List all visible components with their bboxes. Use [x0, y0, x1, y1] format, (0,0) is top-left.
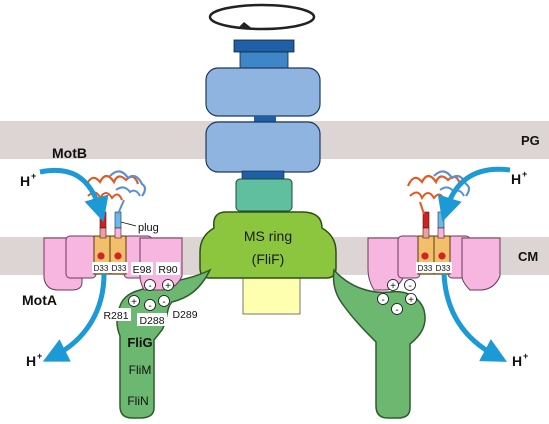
svg-text:-: - — [148, 301, 151, 312]
svg-text:+: + — [31, 171, 36, 181]
r281-label: R281 — [103, 310, 128, 322]
h-plus-left-in: H + — [20, 171, 36, 189]
export-apparatus — [242, 275, 301, 315]
d289-label: D289 — [172, 309, 197, 321]
d33-label-right-b: D33 — [436, 264, 451, 273]
svg-text:-: - — [162, 297, 165, 308]
d33-label-right-a: D33 — [418, 264, 433, 273]
charge-markers-right: + - - + - — [377, 279, 417, 316]
svg-text:+: + — [523, 351, 528, 361]
flim-label: FliM — [129, 363, 152, 377]
d288-label: D288 — [139, 315, 164, 327]
svg-text:+: + — [522, 169, 527, 179]
svg-text:-: - — [381, 295, 384, 306]
proton-arrow-right-out — [441, 273, 508, 362]
svg-text:-: - — [408, 281, 411, 292]
p-ring — [205, 121, 321, 173]
proton-arrow-right-in — [437, 166, 511, 222]
svg-text:+: + — [131, 297, 137, 308]
svg-text:H: H — [26, 353, 36, 369]
plug-label: plug — [138, 222, 159, 234]
ms-ring — [199, 211, 337, 279]
motb-right-pg-domain — [406, 170, 471, 215]
motb-label: MotB — [52, 145, 87, 161]
svg-text:+: + — [165, 281, 171, 292]
flin-label: FliN — [127, 394, 148, 408]
svg-text:+: + — [408, 295, 414, 306]
d33-site-icon — [97, 252, 105, 260]
svg-text:H: H — [512, 353, 522, 369]
hook-neck — [239, 51, 289, 69]
plug-pointer — [120, 221, 137, 227]
pg-label: PG — [521, 133, 540, 148]
proton-arrow-left-out — [42, 273, 107, 362]
proton-arrow-left-in — [39, 167, 109, 222]
h-plus-left-out: H + — [26, 351, 42, 369]
svg-text:-: - — [395, 305, 398, 316]
mota-label: MotA — [22, 292, 57, 308]
flig-label: FliG — [127, 335, 152, 350]
d33-label-left-a: D33 — [94, 264, 109, 273]
svg-text:H: H — [511, 171, 521, 187]
charge-markers-left: - + + - - — [128, 279, 174, 312]
r90-label: R90 — [158, 264, 177, 276]
hook-top — [233, 39, 295, 53]
l-ring — [205, 67, 321, 117]
svg-text:+: + — [390, 281, 396, 292]
d33-site-icon — [114, 252, 122, 260]
svg-text:-: - — [148, 281, 151, 292]
c-ring-left — [116, 268, 212, 419]
h-plus-right-in: H + — [511, 169, 527, 187]
mota-left-lobe-2 — [65, 235, 97, 279]
stator-right: D33 D33 — [367, 170, 501, 291]
c-ring-right — [332, 268, 426, 419]
svg-text:H: H — [20, 173, 30, 189]
cm-label: CM — [518, 249, 538, 264]
ms-ring-label: MS ring — [244, 228, 292, 244]
rotation-arrow-icon — [208, 3, 316, 31]
rod-collar — [235, 178, 293, 212]
svg-text:+: + — [37, 351, 42, 361]
d33-label-left-b: D33 — [112, 264, 127, 273]
rod — [254, 116, 276, 122]
flif-label: (FliF) — [252, 251, 285, 267]
e98-label: E98 — [133, 264, 152, 276]
h-plus-right-out: H + — [512, 351, 528, 369]
